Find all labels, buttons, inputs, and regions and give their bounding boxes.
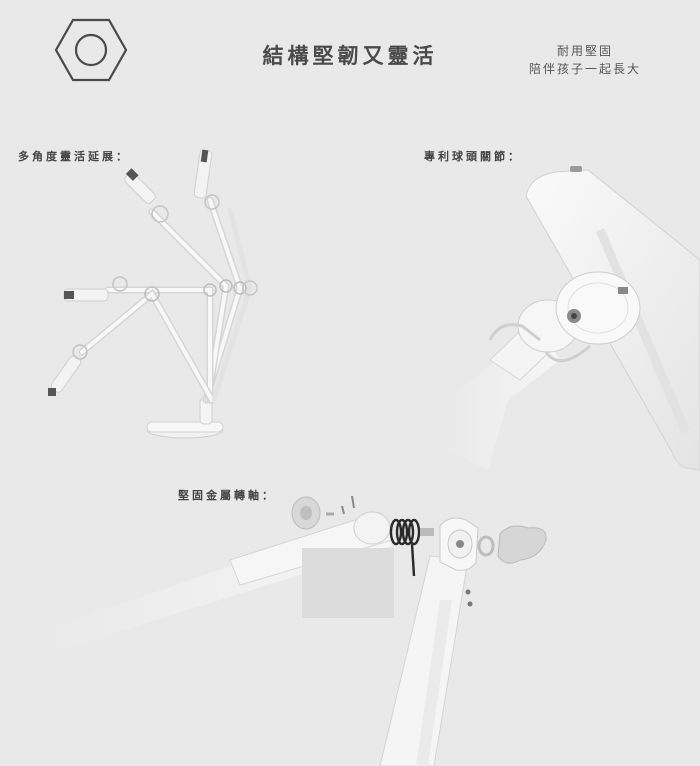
multi-angle-lamp-illustration xyxy=(48,149,258,439)
tagline: 耐用堅固 陪伴孩子一起長大 xyxy=(520,42,650,78)
ball-joint-illustration xyxy=(446,166,700,471)
section-label-metal-hinge: 堅固金屬轉軸： xyxy=(178,489,276,502)
tagline-line-1: 耐用堅固 xyxy=(556,44,613,58)
tagline-line-2: 陪伴孩子一起長大 xyxy=(528,62,641,76)
section-label-ball-joint: 專利球頭關節： xyxy=(424,150,522,163)
page-title: 結構堅韌又靈活 xyxy=(262,44,438,68)
section-label-multi-angle: 多角度靈活延展： xyxy=(18,150,130,163)
metal-hinge-illustration xyxy=(46,495,547,766)
hexagon-nut-icon xyxy=(54,18,128,82)
